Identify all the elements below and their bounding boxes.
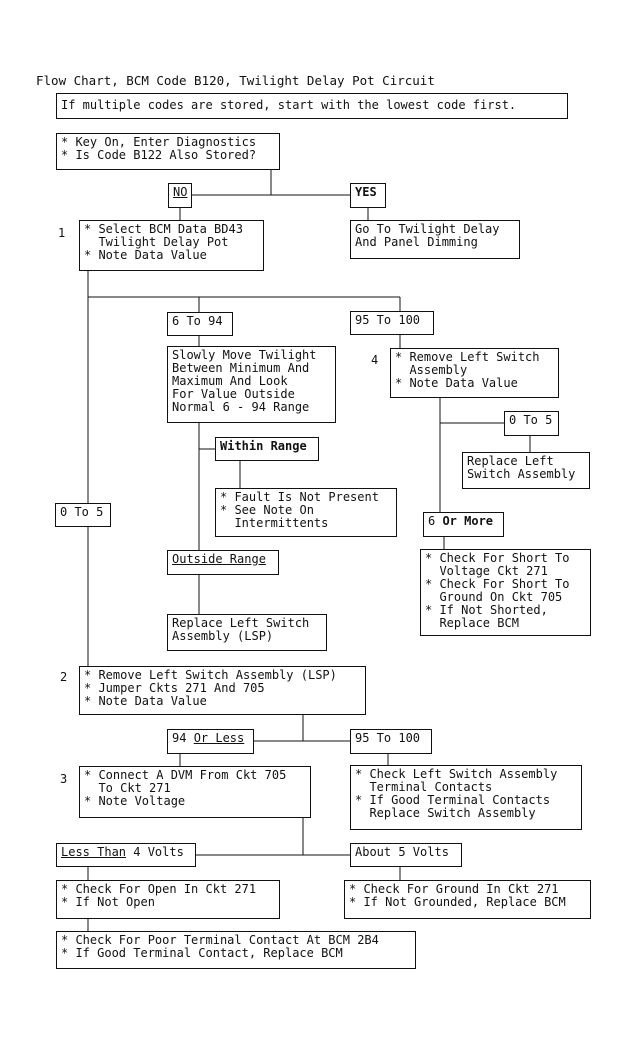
- replace-lsp-box: Replace Left Switch Assembly (LSP): [167, 614, 327, 651]
- step-number-2: 2: [60, 670, 68, 684]
- range-6-to-94-label: 6 To 94: [167, 312, 233, 336]
- step-number-3: 3: [60, 772, 68, 786]
- range-95-to-100-label: 95 To 100: [350, 311, 434, 335]
- yes-label: YES: [350, 183, 386, 208]
- or-less-text: Or Less: [193, 731, 245, 745]
- chart-title: Flow Chart, BCM Code B120, Twilight Dela…: [36, 73, 435, 88]
- six-or-more-label: 6 Or More: [423, 512, 504, 537]
- check-ground-box: * Check For Ground In Ckt 271 * If Not G…: [344, 880, 591, 919]
- step3-box: * Connect A DVM From Ckt 705 To Ckt 271 …: [79, 766, 311, 818]
- four-volts-text: 4 Volts: [126, 845, 184, 859]
- slowly-move-box: Slowly Move Twilight Between Minimum And…: [167, 346, 336, 423]
- less-than-4-volts-label: Less Than 4 Volts: [56, 843, 196, 867]
- step1-box: * Select BCM Data BD43 Twilight Delay Po…: [79, 220, 264, 271]
- start-box: * Key On, Enter Diagnostics * Is Code B1…: [56, 133, 280, 170]
- ninety-four-number: 94: [172, 731, 194, 745]
- ninety-four-or-less-label: 94 Or Less: [167, 729, 254, 754]
- outside-range-label: Outside Range: [167, 550, 279, 575]
- range-95-to-100-lower-label: 95 To 100: [350, 729, 432, 754]
- within-range-label: Within Range: [215, 437, 319, 461]
- fault-not-present-box: * Fault Is Not Present * See Note On Int…: [215, 488, 397, 537]
- six-or-more-text: Or More: [442, 514, 494, 528]
- goto-twilight-box: Go To Twilight Delay And Panel Dimming: [350, 220, 520, 259]
- check-poor-contact-box: * Check For Poor Terminal Contact At BCM…: [56, 931, 416, 969]
- range-0-to-5-right-label: 0 To 5: [504, 411, 559, 436]
- step2-box: * Remove Left Switch Assembly (LSP) * Ju…: [79, 666, 366, 715]
- step4-box: * Remove Left Switch Assembly * Note Dat…: [390, 348, 559, 398]
- note-box: If multiple codes are stored, start with…: [56, 93, 568, 119]
- six-or-more-number: 6: [428, 514, 443, 528]
- less-than-text: Less Than: [61, 845, 127, 859]
- check-left-switch-contacts-box: * Check Left Switch Assembly Terminal Co…: [350, 765, 582, 830]
- no-label: NO: [168, 183, 192, 208]
- check-open-box: * Check For Open In Ckt 271 * If Not Ope…: [56, 880, 280, 919]
- step-number-4: 4: [371, 353, 379, 367]
- replace-left-switch-right-box: Replace Left Switch Assembly: [462, 452, 590, 489]
- about-5-volts-label: About 5 Volts: [350, 843, 462, 867]
- range-0-to-5-left-label: 0 To 5: [55, 503, 111, 527]
- check-short-box: * Check For Short To Voltage Ckt 271 * C…: [420, 549, 591, 636]
- step-number-1: 1: [58, 226, 66, 240]
